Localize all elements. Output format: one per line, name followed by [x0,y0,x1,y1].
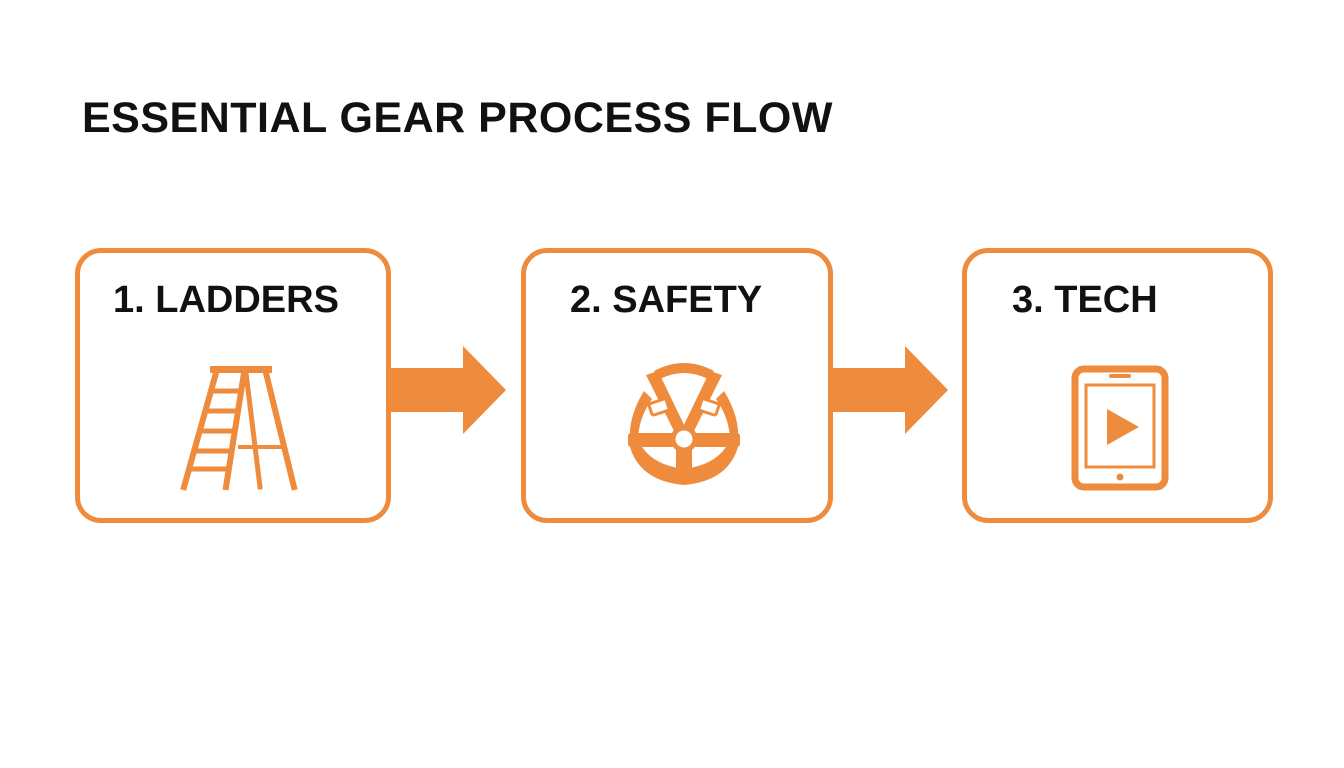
step-box-safety: 2. SAFETY [521,248,833,523]
flow-arrow-2 [831,346,948,434]
step-label-safety: 2. SAFETY [570,279,763,321]
safety-harness-icon [628,363,740,485]
step-box-ladders: 1. LADDERS [75,248,391,523]
ladder-icon [180,366,298,491]
step-label-ladders: 1. LADDERS [113,279,339,321]
step-label-tech: 3. TECH [1012,279,1158,321]
page-title: ESSENTIAL GEAR PROCESS FLOW [82,94,833,142]
tablet-play-icon [1071,365,1169,491]
step-box-tech: 3. TECH [962,248,1273,523]
flow-arrow-1 [389,346,506,434]
